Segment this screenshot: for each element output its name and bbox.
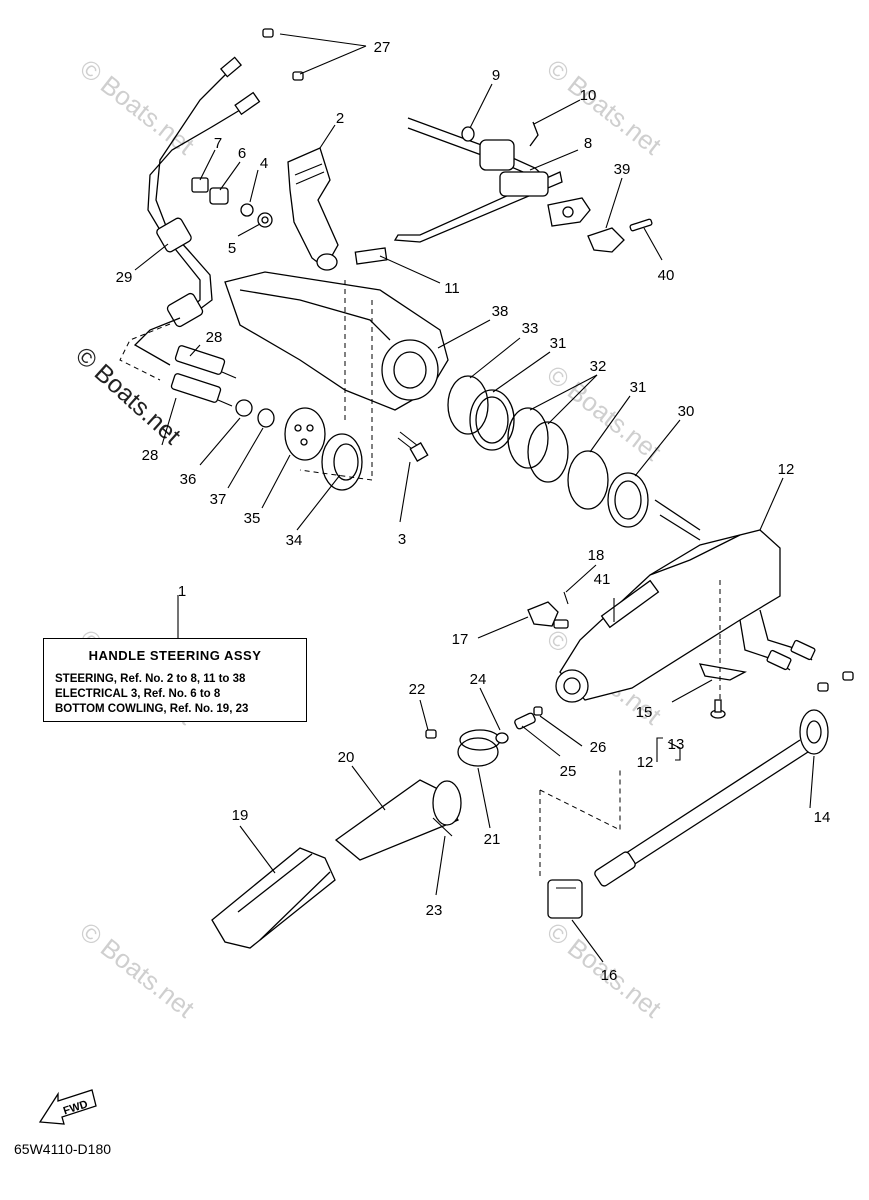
callout-22: 22: [409, 681, 426, 698]
callout-13: 13: [668, 736, 685, 753]
callout-4: 4: [260, 155, 268, 172]
callout-20: 20: [338, 749, 355, 766]
cable-assembly: [119, 28, 304, 381]
callout-41: 41: [594, 571, 611, 588]
part-3-bolt: [397, 431, 429, 462]
guide-lines: [299, 469, 621, 831]
diagram-code: 65W4110-D180: [14, 1141, 112, 1157]
callout-32: 32: [590, 358, 607, 375]
callout-28b: 28: [142, 447, 159, 464]
part-14-shift-rod: [594, 709, 829, 887]
part-12-steering-handle: [555, 499, 781, 703]
callout-21: 21: [484, 831, 501, 848]
callout-18: 18: [588, 547, 605, 564]
leader-lines: [134, 33, 815, 963]
callout-23: 23: [426, 902, 443, 919]
callout-31a: 31: [550, 335, 567, 352]
title-box: HANDLE STEERING ASSY STEERING, Ref. No. …: [43, 638, 307, 722]
washers-30-33: [447, 375, 649, 528]
callout-35: 35: [244, 510, 261, 527]
callout-14: 14: [814, 809, 831, 826]
parts-13-15: [698, 640, 747, 720]
watermark-6: © Boats.net: [74, 916, 200, 1024]
callout-29: 29: [116, 269, 133, 286]
callout-25: 25: [560, 763, 577, 780]
title-box-line-3: BOTTOM COWLING, Ref. No. 19, 23: [55, 703, 249, 715]
title-box-heading: HANDLE STEERING ASSY: [88, 648, 262, 663]
part-8-shift-rod: [393, 117, 563, 243]
part-11-plate: [354, 247, 388, 265]
parts-39-40: [547, 197, 653, 253]
callout-12a: 12: [778, 461, 795, 478]
part-16-clamp: [539, 790, 583, 919]
callout-26: 26: [590, 739, 607, 756]
small-parts-4-7: [191, 177, 273, 228]
callout-7: 7: [214, 135, 222, 152]
callout-31b: 31: [630, 379, 647, 396]
title-box-line-2: ELECTRICAL 3, Ref. No. 6 to 8: [55, 688, 221, 700]
watermark-3: © Boats.net: [541, 359, 667, 467]
callout-30: 30: [678, 403, 695, 420]
throttle-grip-assembly: [211, 706, 543, 949]
callout-12b: 12: [637, 754, 654, 771]
callout-28a: 28: [206, 329, 223, 346]
callout-36: 36: [180, 471, 197, 488]
callout-2: 2: [336, 110, 344, 127]
callout-8: 8: [584, 135, 592, 152]
watermark-2: © Boats.net: [541, 53, 667, 161]
callout-27: 27: [374, 39, 391, 56]
callout-5: 5: [228, 240, 236, 257]
part-2-handle: [287, 147, 339, 271]
callout-16: 16: [601, 967, 618, 984]
callout-37: 37: [210, 491, 227, 508]
callout-3: 3: [398, 531, 406, 548]
callout-34: 34: [286, 532, 303, 549]
callout-numbers: 1 2 3 4 5 6 7 8 9 10 11 12 12 13 14 15 1…: [116, 39, 831, 984]
part-28-connectors: [170, 345, 237, 407]
callout-10: 10: [580, 87, 597, 104]
callout-11: 11: [444, 280, 460, 297]
callout-19: 19: [232, 807, 249, 824]
callout-1: 1: [178, 583, 186, 600]
callout-33: 33: [522, 320, 539, 337]
part-38-housing: [224, 271, 449, 480]
callout-6: 6: [238, 145, 246, 162]
callout-15: 15: [636, 704, 653, 721]
callout-24: 24: [470, 671, 487, 688]
fwd-arrow-icon: FWD: [38, 1089, 97, 1125]
callout-38: 38: [492, 303, 509, 320]
parts-34-37: [235, 399, 363, 491]
callout-9: 9: [492, 67, 500, 84]
watermark-dark: © Boats.net: [70, 342, 186, 450]
handle-cables: [739, 609, 854, 692]
callout-40: 40: [658, 267, 675, 284]
callout-39: 39: [614, 161, 631, 178]
callout-17: 17: [452, 631, 469, 648]
parts-17-18: [527, 591, 569, 629]
title-box-line-1: STEERING, Ref. No. 2 to 8, 11 to 38: [55, 673, 246, 685]
